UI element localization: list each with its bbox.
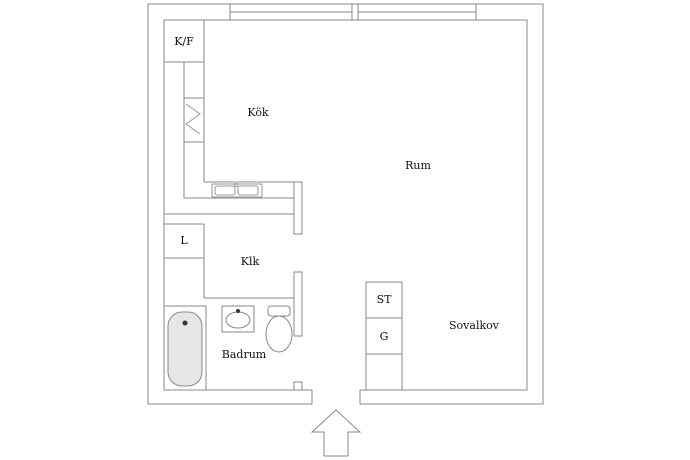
room-label-linen: L — [180, 234, 188, 247]
room-label-sovalkov: Sovalkov — [449, 319, 500, 332]
bathtub-icon — [163, 305, 207, 391]
entrance-arrow-icon — [310, 409, 362, 457]
room-label-kok: Kök — [247, 106, 269, 119]
stove-icon — [185, 103, 201, 135]
room-label-st: ST — [377, 293, 393, 306]
window-right — [357, 3, 477, 21]
interior-walls — [164, 181, 403, 391]
kitchen-counter — [163, 19, 295, 215]
room-label-badrum: Badrum — [222, 348, 267, 361]
toilet-icon — [265, 305, 293, 353]
room-label-g: G — [380, 330, 389, 343]
room-label-rum: Rum — [405, 159, 431, 172]
washbasin-icon — [221, 305, 255, 333]
outer-walls — [147, 3, 544, 405]
room-label-klk: Klk — [241, 255, 260, 268]
window-left — [229, 3, 353, 21]
double-sink-icon — [211, 183, 263, 198]
room-label-kf: K/F — [174, 35, 194, 48]
